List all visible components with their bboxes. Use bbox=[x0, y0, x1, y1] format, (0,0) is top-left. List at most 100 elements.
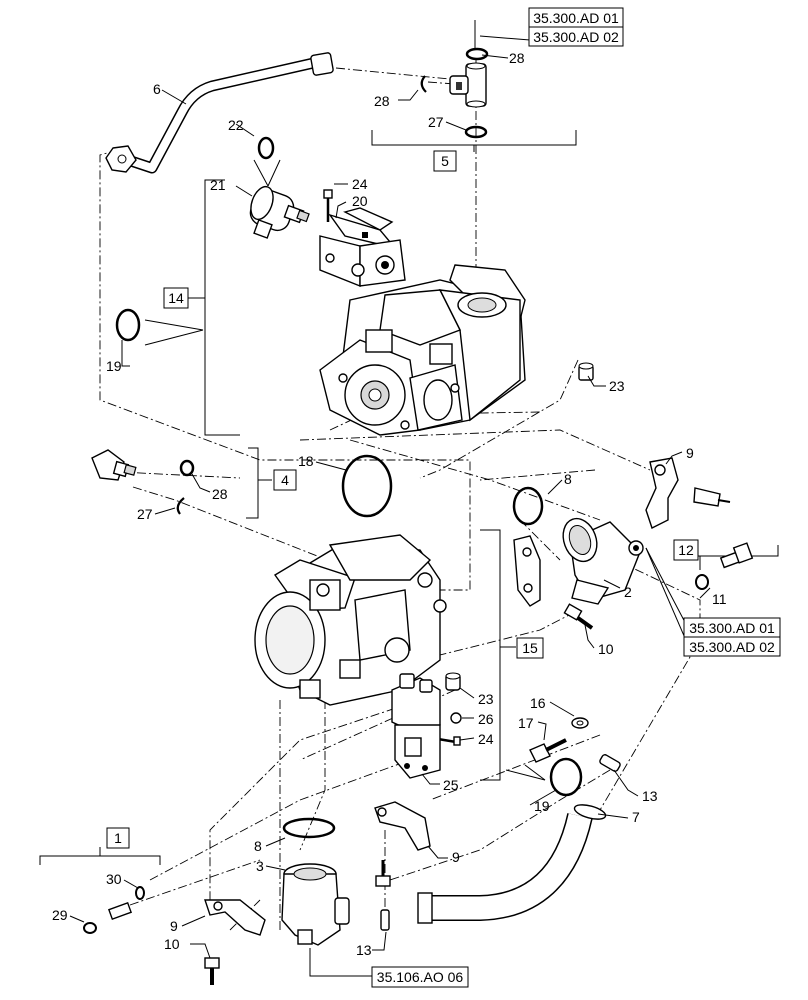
boxed-callout-5: 5 bbox=[433, 150, 457, 172]
callout-23: 23 bbox=[478, 691, 494, 707]
washer-16-hole bbox=[576, 720, 584, 726]
ref-top-ad01: 35.300.AD 01 bbox=[533, 10, 619, 26]
ref-bottom-ao06: 35.106.AO 06 bbox=[377, 969, 464, 985]
callout-13: 13 bbox=[356, 942, 372, 958]
boxed-callout-14: 14 bbox=[163, 287, 189, 309]
svg-text:4: 4 bbox=[281, 472, 289, 488]
callout-19: 19 bbox=[534, 798, 550, 814]
o-ring-22 bbox=[257, 136, 275, 160]
valve-block-25[interactable] bbox=[391, 673, 441, 779]
hose-7[interactable] bbox=[417, 802, 607, 924]
callout-24: 24 bbox=[478, 731, 494, 747]
boxed-callout-1: 1 bbox=[106, 827, 130, 849]
tee-fitting-5[interactable] bbox=[449, 62, 487, 108]
pin-13-lower bbox=[380, 909, 390, 931]
callout-27: 27 bbox=[428, 114, 444, 130]
callout-10: 10 bbox=[164, 936, 180, 952]
svg-text:1: 1 bbox=[114, 830, 122, 846]
o-ring-19-upper bbox=[115, 308, 141, 342]
screw-24-top bbox=[323, 189, 333, 222]
flange-3[interactable] bbox=[281, 863, 350, 946]
callout-8: 8 bbox=[564, 471, 572, 487]
callout-26: 26 bbox=[478, 711, 494, 727]
callout-23: 23 bbox=[609, 378, 625, 394]
plug-23-upper bbox=[578, 362, 594, 381]
callout-19: 19 bbox=[106, 358, 122, 374]
callout-7: 7 bbox=[632, 809, 640, 825]
o-ring-8-upper bbox=[512, 486, 544, 526]
o-ring-27-left bbox=[176, 497, 185, 515]
callout-6: 6 bbox=[153, 81, 161, 97]
pin-13-upper bbox=[599, 754, 621, 772]
callout-22: 22 bbox=[228, 117, 244, 133]
callout-16: 16 bbox=[530, 695, 546, 711]
sensor-12[interactable] bbox=[719, 542, 754, 569]
ref-right-ad02: 35.300.AD 02 bbox=[689, 639, 775, 655]
solenoid-21[interactable] bbox=[247, 184, 310, 239]
clamp-9-lower[interactable] bbox=[374, 801, 431, 851]
elbow-2[interactable] bbox=[557, 514, 644, 605]
svg-text:12: 12 bbox=[678, 542, 694, 558]
callout-8: 8 bbox=[254, 838, 262, 854]
callout-25: 25 bbox=[443, 777, 459, 793]
boxed-callout-12: 12 bbox=[673, 539, 699, 561]
svg-text:5: 5 bbox=[441, 153, 449, 169]
clamp-9-upper[interactable] bbox=[645, 457, 731, 529]
callout-27: 27 bbox=[137, 506, 153, 522]
assembly-lines bbox=[99, 60, 701, 931]
clamp-9-left[interactable] bbox=[204, 899, 266, 936]
callout-labels: 28 6 28 27 22 21 24 20 19 23 9 18 28 27 … bbox=[52, 50, 727, 958]
bracket-plate bbox=[513, 535, 541, 607]
o-ring-29 bbox=[83, 922, 97, 934]
callout-9: 9 bbox=[452, 849, 460, 865]
pressure-sensor[interactable] bbox=[91, 449, 137, 481]
boxed-callout-15: 15 bbox=[516, 637, 544, 659]
o-rings-tee bbox=[420, 47, 489, 139]
callout-18: 18 bbox=[298, 453, 314, 469]
o-ring-18 bbox=[341, 454, 393, 518]
tube-6[interactable] bbox=[105, 52, 334, 174]
callout-30: 30 bbox=[106, 871, 122, 887]
o-ring-28-left bbox=[179, 459, 195, 477]
leader-lines bbox=[69, 20, 711, 977]
pump-upper-assembly[interactable] bbox=[319, 264, 526, 436]
bracket-lines bbox=[39, 130, 779, 865]
callout-29: 29 bbox=[52, 907, 68, 923]
screw-10-lower bbox=[204, 957, 220, 985]
screw-10-right bbox=[563, 603, 594, 630]
callout-20: 20 bbox=[352, 193, 368, 209]
bolt-17 bbox=[529, 738, 567, 763]
callout-28: 28 bbox=[374, 93, 390, 109]
o-ring-8-lower bbox=[282, 817, 336, 839]
callout-2: 2 bbox=[624, 584, 632, 600]
callout-10: 10 bbox=[598, 641, 614, 657]
pump-lower-assembly[interactable] bbox=[254, 534, 447, 706]
svg-text:15: 15 bbox=[522, 640, 538, 656]
callout-9: 9 bbox=[170, 918, 178, 934]
callout-9: 9 bbox=[686, 445, 694, 461]
callout-21: 21 bbox=[210, 177, 226, 193]
callout-11: 11 bbox=[712, 591, 727, 607]
o-ring-11 bbox=[695, 574, 709, 590]
svg-text:14: 14 bbox=[168, 290, 184, 306]
ref-top-ad02: 35.300.AD 02 bbox=[533, 29, 619, 45]
screw-clamp-lower bbox=[375, 860, 391, 887]
valve-block-20[interactable] bbox=[319, 207, 406, 288]
callout-3: 3 bbox=[256, 858, 264, 874]
o-ring-19-lower bbox=[549, 757, 583, 797]
plug-26 bbox=[450, 712, 462, 724]
callout-28: 28 bbox=[212, 486, 228, 502]
plug-23-lower bbox=[445, 672, 461, 691]
callout-24: 24 bbox=[352, 176, 368, 192]
fitting-30 bbox=[107, 886, 145, 921]
callout-13: 13 bbox=[642, 788, 658, 804]
ref-box-top[interactable]: 35.300.AD 01 35.300.AD 02 bbox=[528, 7, 624, 47]
ref-box-right[interactable]: 35.300.AD 01 35.300.AD 02 bbox=[683, 617, 781, 657]
boxed-callout-4: 4 bbox=[273, 469, 297, 491]
callout-28: 28 bbox=[509, 50, 525, 66]
ref-box-bottom[interactable]: 35.106.AO 06 bbox=[371, 966, 469, 988]
ref-right-ad01: 35.300.AD 01 bbox=[689, 620, 775, 636]
callout-17: 17 bbox=[518, 715, 534, 731]
